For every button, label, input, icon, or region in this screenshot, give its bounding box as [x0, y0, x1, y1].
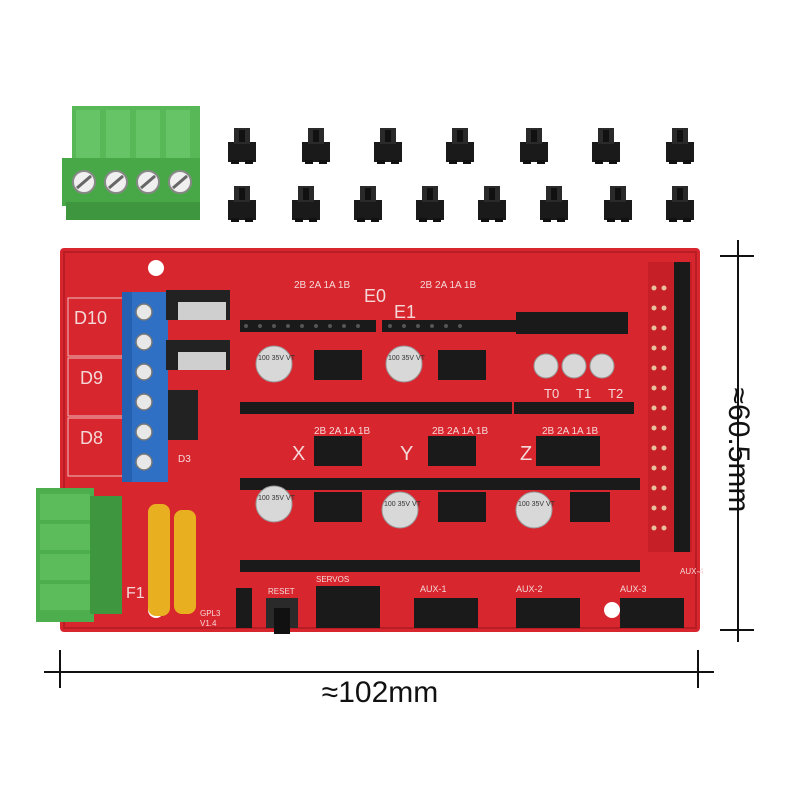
mega-header — [674, 262, 690, 552]
label-d9: D9 — [80, 368, 103, 388]
label-pins-1: 2B 2A 1A 1B — [294, 280, 350, 291]
jumper-cap — [604, 186, 632, 222]
label-pins-2: 2B 2A 1A 1B — [420, 280, 476, 291]
label-t2: T2 — [608, 386, 623, 401]
height-dimension-label: ≈60.5mm — [722, 387, 755, 513]
fuse — [148, 504, 170, 616]
jumper-cap — [292, 186, 320, 222]
label-e0: E0 — [364, 286, 386, 306]
fuse — [174, 510, 196, 614]
label-pins-5: 2B 2A 1A 1B — [542, 426, 598, 437]
mosfet — [168, 390, 198, 440]
mounting-hole — [604, 602, 620, 618]
label-e1: E1 — [394, 302, 416, 322]
label-aux4: AUX-4 — [680, 567, 704, 576]
jumper-cap — [446, 128, 474, 164]
jumper-cap — [228, 186, 256, 222]
label-aux3: AUX-3 — [620, 584, 647, 594]
label-d8: D8 — [80, 428, 103, 448]
green-terminal-block-bottom — [36, 488, 122, 622]
label-servos: SERVOS — [316, 575, 349, 584]
label-f1: F1 — [126, 585, 145, 602]
label-cap-3: 100 35V VT — [258, 495, 296, 502]
label-y: Y — [400, 443, 413, 465]
jumper-cap — [374, 128, 402, 164]
label-ver: V1.4 — [200, 619, 217, 628]
label-d3: D3 — [178, 454, 191, 465]
label-aux2: AUX-2 — [516, 584, 543, 594]
jumper-cap — [416, 186, 444, 222]
label-cap-2: 100 35V VT — [388, 355, 426, 362]
label-t0: T0 — [544, 386, 559, 401]
jumper-cap — [666, 186, 694, 222]
jumper-cap — [592, 128, 620, 164]
label-aux1: AUX-1 — [420, 584, 447, 594]
label-cap-5: 100 35V VT — [518, 501, 556, 508]
jumper-cap — [302, 128, 330, 164]
green-terminal-block-top — [62, 106, 200, 220]
jumper-cap — [666, 128, 694, 164]
label-z: Z — [520, 443, 532, 465]
label-reset: RESET — [268, 587, 295, 596]
label-pins-3: 2B 2A 1A 1B — [314, 426, 370, 437]
label-x: X — [292, 443, 305, 465]
label-cap-1: 100 35V VT — [258, 355, 296, 362]
label-gpl: GPL3 — [200, 609, 221, 618]
jumper-cap — [228, 128, 256, 164]
ramps-board: D10 D9 D8 D3 E0 E1 X Y Z 2B 2A 1A 1B 2B … — [60, 248, 704, 634]
label-d10: D10 — [74, 308, 107, 328]
jumper-cap — [478, 186, 506, 222]
jumper-cap — [520, 128, 548, 164]
mounting-hole — [148, 260, 164, 276]
width-dimension-label: ≈102mm — [321, 676, 439, 709]
jumper-cap — [354, 186, 382, 222]
label-cap-4: 100 35V VT — [384, 501, 422, 508]
jumper-cap — [540, 186, 568, 222]
capacitors — [255, 345, 615, 529]
label-t1: T1 — [576, 386, 591, 401]
label-pins-4: 2B 2A 1A 1B — [432, 426, 488, 437]
